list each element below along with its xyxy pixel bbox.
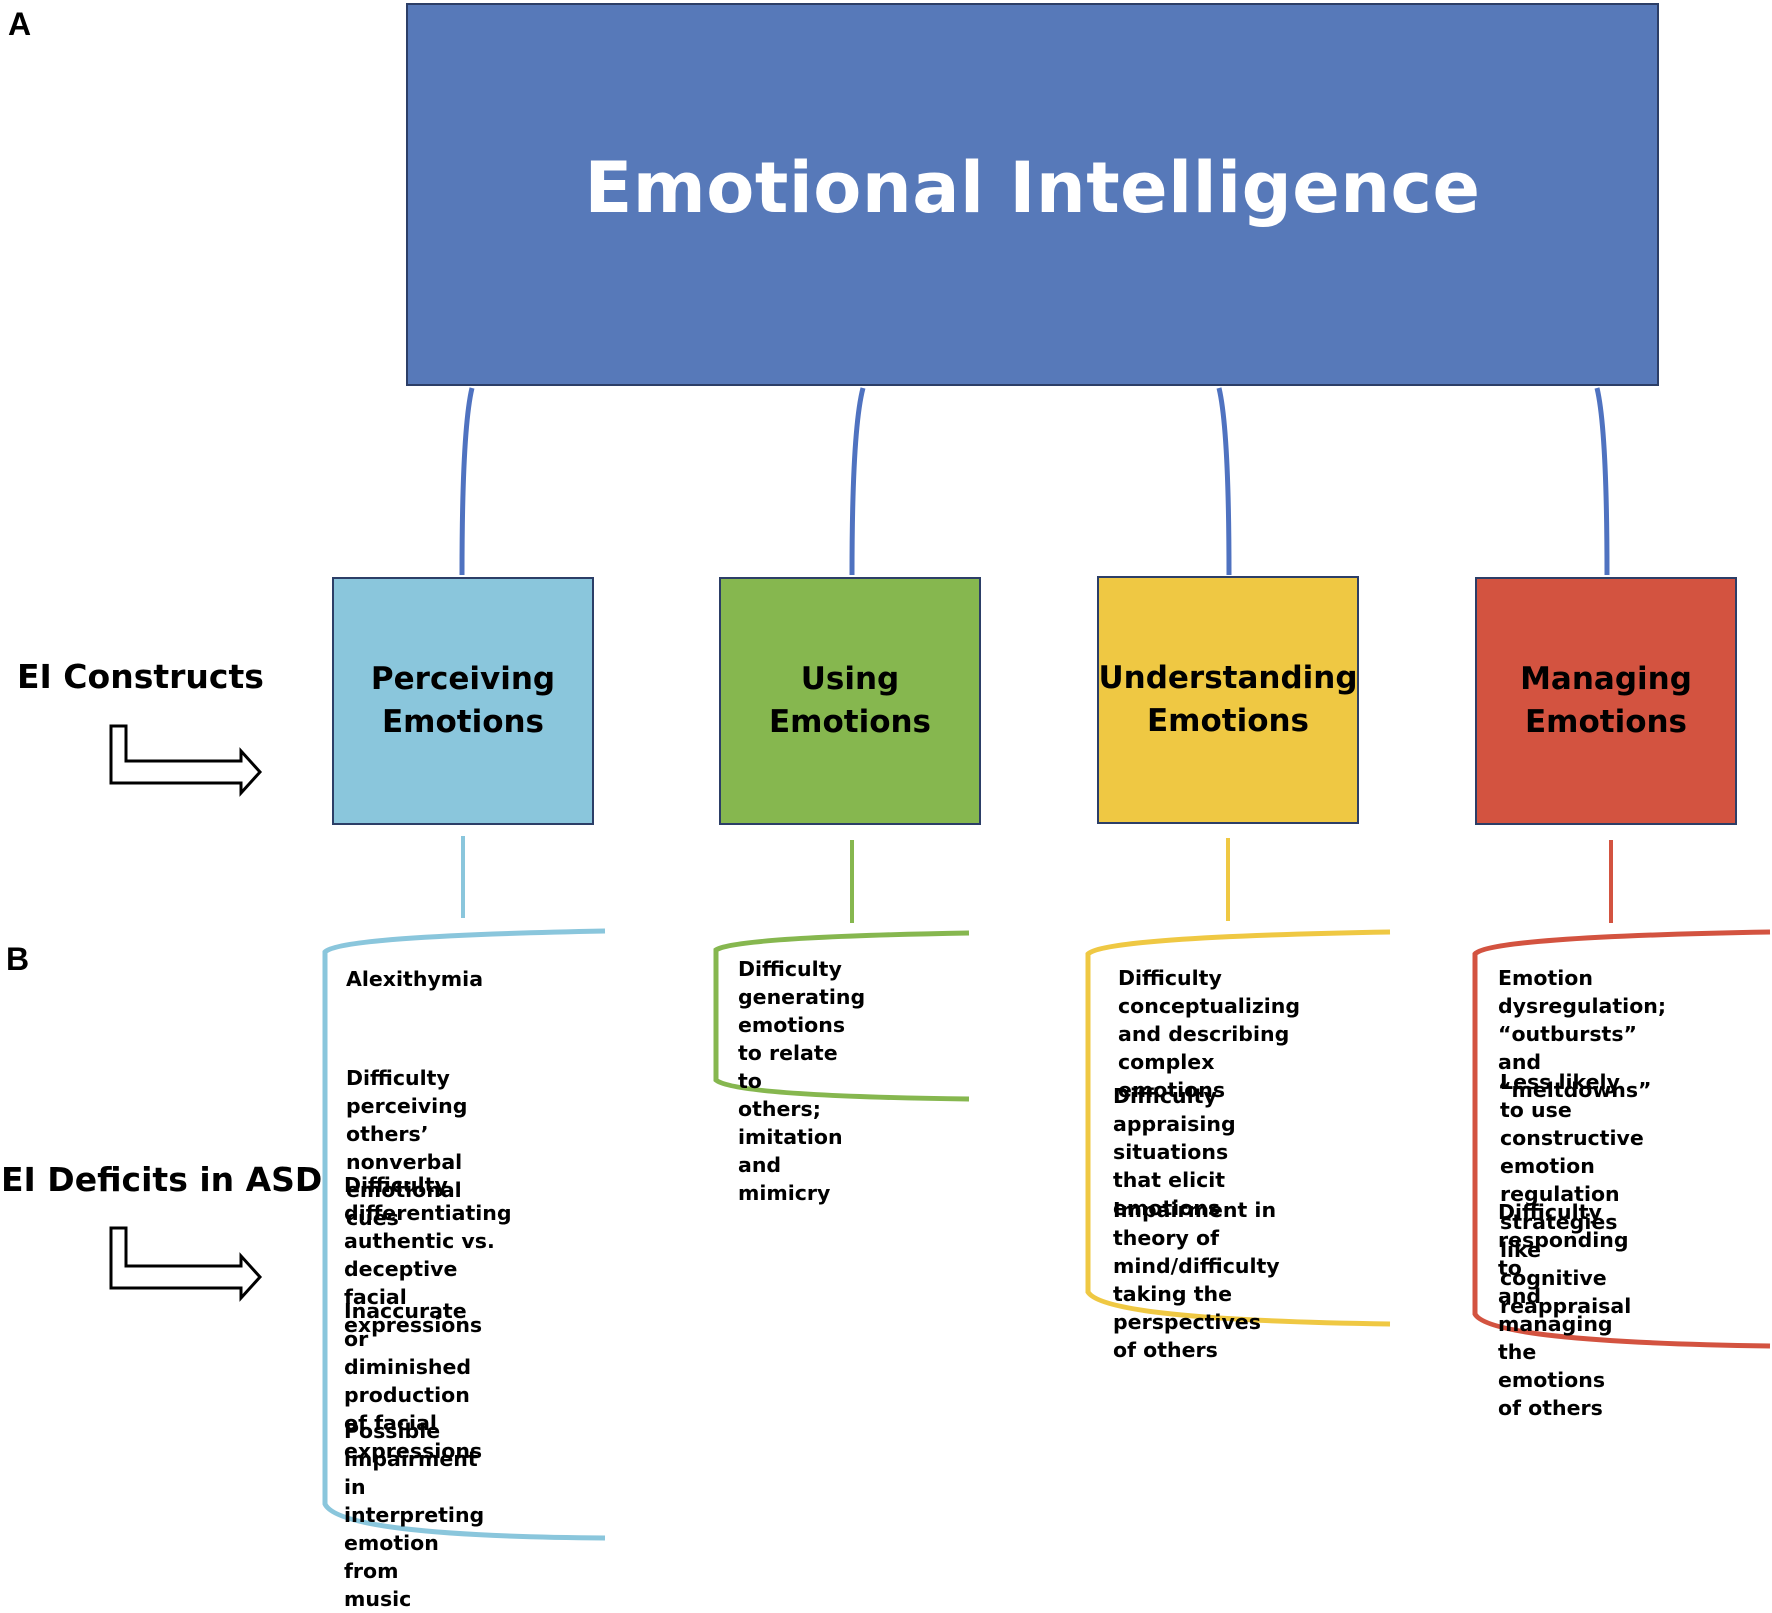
deficit-item: Difficulty conceptualizing and describin…	[1118, 966, 1301, 1102]
bracket-understanding	[1085, 929, 1391, 1327]
connector-root-perceiving	[459, 387, 475, 576]
construct-understanding-emotions: Understanding Emotions	[1097, 576, 1359, 824]
deficit-item: Difficulty appraising situations that el…	[1113, 1084, 1236, 1220]
construct-perceiving-emotions: Perceiving Emotions	[332, 577, 594, 825]
ei-deficits-label: EI Deficits in ASD	[1, 1160, 323, 1199]
deficit-item: Difficulty perceiving others’ nonverbal …	[346, 1066, 468, 1230]
bracket-perceiving	[322, 928, 606, 1541]
construct-using-emotions: Using Emotions	[719, 577, 981, 825]
construct-label: Managing Emotions	[1520, 661, 1692, 740]
connector-root-using	[849, 387, 866, 576]
panel-label-b: B	[6, 941, 30, 977]
ei-constructs-label: EI Constructs	[17, 657, 264, 696]
arrow-deficits-icon	[109, 1226, 263, 1302]
connector-root-understanding	[1216, 387, 1232, 576]
emotional-intelligence-title: Emotional Intelligence	[584, 146, 1481, 229]
deficit-item: Impairment in theory of mind/difficulty …	[1113, 1198, 1280, 1362]
deficit-item: Difficulty differentiating authentic vs.…	[344, 1173, 512, 1337]
construct-label: Using Emotions	[768, 661, 932, 740]
deficit-item: Possible impairment in interpreting emot…	[344, 1419, 485, 1611]
connector-layer	[109, 387, 1771, 1541]
construct-label: Understanding Emotions	[1098, 660, 1358, 739]
panel-label-a: A	[8, 6, 32, 42]
construct-label: Perceiving Emotions	[370, 661, 556, 740]
bracket-managing	[1472, 929, 1771, 1349]
connector-root-managing	[1594, 387, 1610, 576]
deficit-item: Alexithymia	[346, 967, 484, 991]
bracket-using	[713, 930, 970, 1102]
deficit-item: Emotion dysregulation; “outbursts” and “…	[1498, 966, 1667, 1102]
deficit-item: Difficulty generating emotions to relate…	[738, 957, 866, 1205]
deficit-item: Inaccurate or diminished production of f…	[344, 1299, 483, 1463]
construct-managing-emotions: Managing Emotions	[1475, 577, 1737, 825]
arrow-constructs-icon	[109, 724, 263, 797]
emotional-intelligence-box: Emotional Intelligence	[406, 3, 1659, 386]
deficit-item: Less likely to use constructive emotion …	[1500, 1070, 1644, 1318]
deficit-item: Difficulty responding to and managing th…	[1498, 1200, 1629, 1420]
